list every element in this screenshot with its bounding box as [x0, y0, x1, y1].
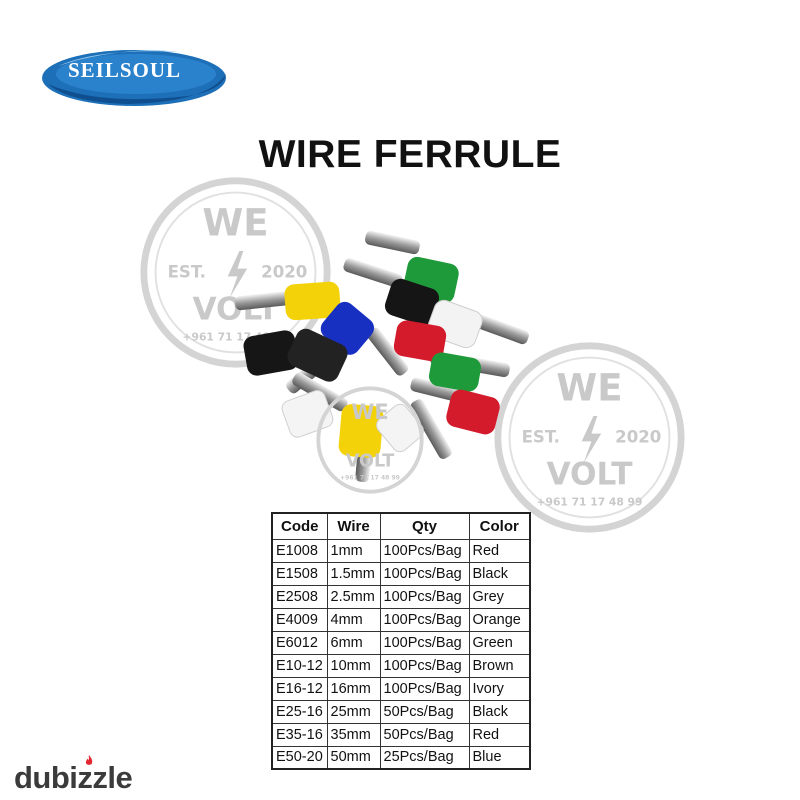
cell-color: Ivory [468, 676, 531, 701]
flame-icon [85, 755, 93, 765]
cell-color: Black [468, 561, 531, 586]
cell-code: E1008 [271, 538, 328, 563]
cell-qty: 100Pcs/Bag [379, 584, 470, 609]
cell-wire: 1mm [326, 538, 381, 563]
cell-wire: 35mm [326, 722, 381, 747]
watermark-phone: +961 71 17 48 99 [340, 475, 400, 482]
cell-qty: 100Pcs/Bag [379, 653, 470, 678]
cell-qty: 100Pcs/Bag [379, 630, 470, 655]
wevolt-watermark: WE EST. 2020 VOLT +961 71 17 48 99 [494, 342, 685, 533]
cell-code: E50-20 [271, 745, 328, 770]
header-wire: Wire [326, 512, 381, 540]
cell-code: E35-16 [271, 722, 328, 747]
watermark-year: 2020 [261, 262, 307, 281]
cell-code: E2508 [271, 584, 328, 609]
cell-qty: 50Pcs/Bag [379, 722, 470, 747]
bolt-icon [227, 251, 248, 298]
cell-color: Brown [468, 653, 531, 678]
watermark-we: WE [202, 201, 268, 244]
header-code: Code [271, 512, 328, 540]
cell-color: Red [468, 538, 531, 563]
cell-wire: 25mm [326, 699, 381, 724]
cell-qty: 25Pcs/Bag [379, 745, 470, 770]
watermark-volt: VOLT [346, 451, 395, 471]
cell-code: E16-12 [271, 676, 328, 701]
watermark-est: EST. [522, 427, 560, 446]
watermark-est: EST. [168, 262, 206, 281]
cell-qty: 50Pcs/Bag [379, 699, 470, 724]
cell-wire: 50mm [326, 745, 381, 770]
cell-color: Blue [468, 745, 531, 770]
cell-wire: 16mm [326, 676, 381, 701]
page-title: WIRE FERRULE [258, 133, 562, 176]
cell-code: E25-16 [271, 699, 328, 724]
cell-wire: 2.5mm [326, 584, 381, 609]
cell-code: E1508 [271, 561, 328, 586]
cell-color: Red [468, 722, 531, 747]
watermark-we: WE [556, 366, 622, 409]
seilsoul-logo [42, 50, 226, 106]
cell-qty: 100Pcs/Bag [379, 676, 470, 701]
cell-code: E4009 [271, 607, 328, 632]
cell-color: Grey [468, 584, 531, 609]
cell-qty: 100Pcs/Bag [379, 607, 470, 632]
cell-color: Green [468, 630, 531, 655]
wevolt-watermark: WE VOLT +961 71 17 48 99 [316, 386, 424, 494]
watermark-we: WE [351, 400, 388, 424]
cell-code: E6012 [271, 630, 328, 655]
cell-wire: 4mm [326, 607, 381, 632]
watermark-year: 2020 [615, 427, 661, 446]
cell-wire: 6mm [326, 630, 381, 655]
logo-text: SEILSOUL [68, 58, 182, 82]
ferrules-photo [234, 230, 529, 483]
cell-color: Black [468, 699, 531, 724]
cell-code: E10-12 [271, 653, 328, 678]
header-color: Color [468, 512, 531, 540]
cell-wire: 1.5mm [326, 561, 381, 586]
wevolt-watermark: WE EST. 2020 VOLT +961 71 17 48 99 [140, 177, 331, 368]
bolt-icon [581, 416, 602, 463]
watermark-phone: +961 71 17 48 99 [537, 496, 643, 509]
cell-wire: 10mm [326, 653, 381, 678]
watermark-volt: VOLT [546, 456, 633, 492]
table-header-row: Code Wire Qty Color [271, 512, 531, 540]
dubizzle-logo-text: dubizzle [14, 760, 133, 795]
header-qty: Qty [379, 512, 470, 540]
cell-color: Orange [468, 607, 531, 632]
cell-qty: 100Pcs/Bag [379, 538, 470, 563]
cell-qty: 100Pcs/Bag [379, 561, 470, 586]
